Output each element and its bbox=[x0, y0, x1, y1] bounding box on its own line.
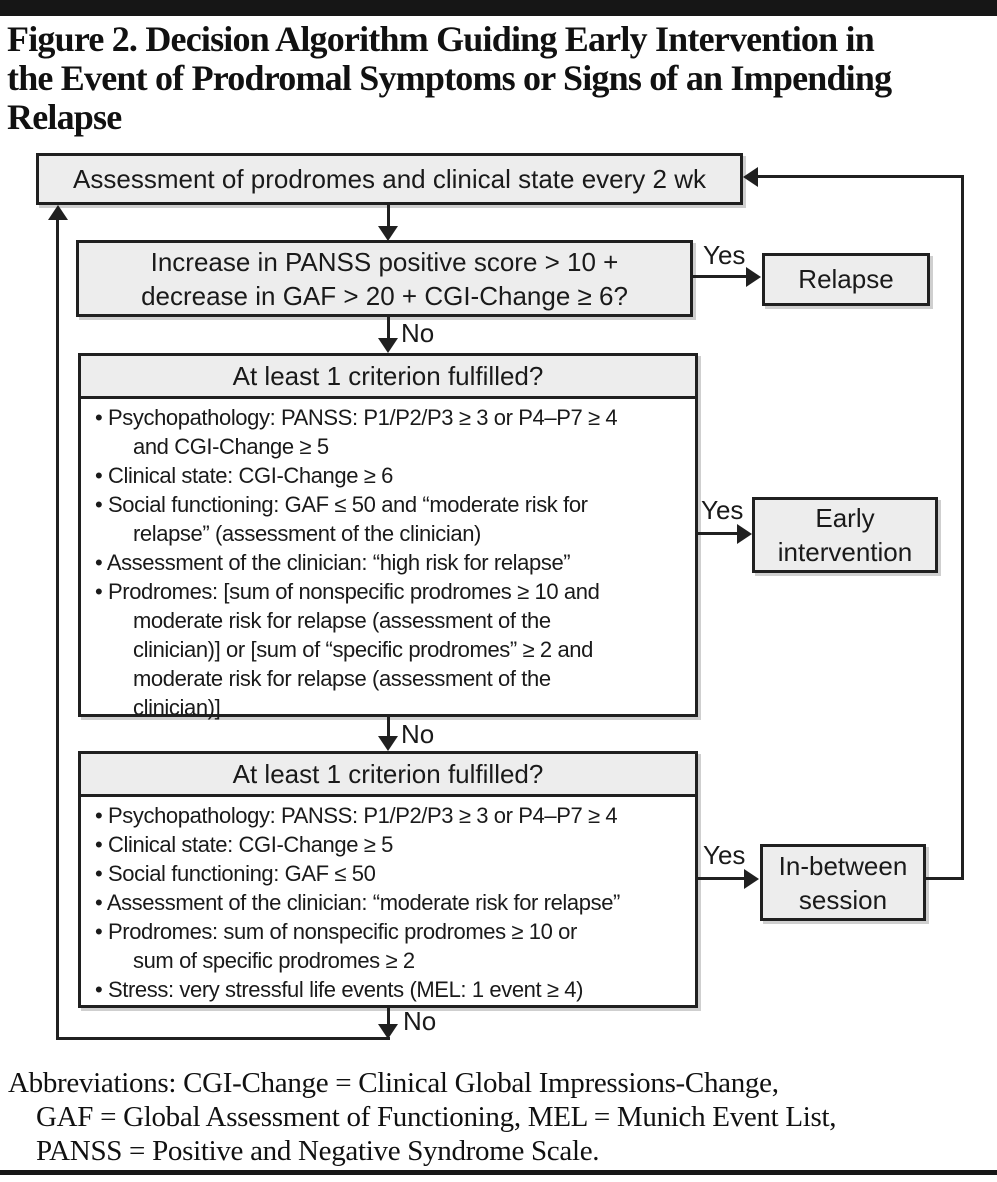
criteria-box-2-header-label: At least 1 criterion fulfilled? bbox=[232, 758, 544, 789]
bullet-line: Assessment of the clinician: “high risk … bbox=[89, 548, 691, 577]
criteria-item: Assessment of the clinician: “high risk … bbox=[89, 548, 691, 577]
no-label-criteria2: No bbox=[403, 1006, 437, 1036]
criteria-box-2-body: Psychopathology: PANSS: P1/P2/P3 ≥ 3 or … bbox=[81, 797, 695, 1004]
relapse-box: Relapse bbox=[762, 253, 930, 306]
criteria-box-1: At least 1 criterion fulfilled? Psychopa… bbox=[78, 353, 698, 720]
arrowhead-right-icon bbox=[737, 524, 752, 544]
bullet-line: moderate risk for relapse (assessment of… bbox=[133, 608, 551, 633]
criteria-item: Prodromes: sum of nonspecific prodromes … bbox=[89, 917, 691, 975]
bullet-line: Prodromes: [sum of nonspecific prodromes… bbox=[89, 577, 691, 606]
relapse-box-label: Relapse bbox=[798, 264, 894, 294]
bullet-line: and CGI-Change ≥ 5 bbox=[133, 434, 329, 459]
arrowhead-down-icon bbox=[378, 1024, 398, 1039]
bottom-rule bbox=[0, 1170, 997, 1175]
bullet-line: moderate risk for relapse (assessment of… bbox=[133, 666, 551, 691]
bullet-line: Clinical state: CGI-Change ≥ 5 bbox=[89, 830, 691, 859]
arrowhead-up-icon bbox=[48, 205, 68, 220]
bullet-line: Prodromes: sum of nonspecific prodromes … bbox=[89, 917, 691, 946]
text-line: PANSS = Positive and Negative Syndrome S… bbox=[36, 1135, 600, 1167]
criteria-box-2: At least 1 criterion fulfilled? Psychopa… bbox=[78, 751, 698, 1008]
criteria-item: Psychopathology: PANSS: P1/P2/P3 ≥ 3 or … bbox=[89, 801, 691, 830]
criteria-item: Prodromes: [sum of nonspecific prodromes… bbox=[89, 577, 691, 722]
bullet-line: clinician)] bbox=[133, 695, 221, 720]
bullet-line: relapse” (assessment of the clinician) bbox=[133, 521, 481, 546]
feedback-line-right-vertical bbox=[961, 175, 964, 880]
feedback-line-left-vertical bbox=[56, 220, 59, 1040]
criteria-item: Stress: very stressful life events (MEL:… bbox=[89, 975, 691, 1004]
arrowhead-right-icon bbox=[746, 267, 761, 287]
arrow-line-criteria2-no bbox=[387, 1008, 390, 1025]
text-line: Figure 2. Decision Algorithm Guiding Ear… bbox=[7, 19, 875, 59]
bullet-line: Stress: very stressful life events (MEL:… bbox=[89, 975, 691, 1004]
arrow-line-criteria1-to-criteria2 bbox=[387, 717, 390, 737]
arrowhead-down-icon bbox=[378, 226, 398, 241]
criteria-box-2-header: At least 1 criterion fulfilled? bbox=[81, 754, 695, 797]
early-intervention-box: Early intervention bbox=[752, 497, 938, 573]
text-line: Abbreviations: CGI-Change = Clinical Glo… bbox=[8, 1067, 779, 1099]
no-label-criteria1: No bbox=[401, 719, 435, 749]
text-line: In-between bbox=[778, 850, 908, 881]
arrow-line-criteria1-to-early bbox=[698, 532, 738, 535]
arrow-line-criteria2-to-inbetween bbox=[698, 877, 745, 880]
text-line: Early bbox=[815, 503, 875, 533]
arrow-line-assessment-to-question bbox=[387, 205, 390, 227]
assessment-box-label: Assessment of prodromes and clinical sta… bbox=[73, 163, 706, 194]
figure-title: Figure 2. Decision Algorithm Guiding Ear… bbox=[7, 19, 892, 137]
bullet-line: sum of specific prodromes ≥ 2 bbox=[133, 948, 415, 973]
assessment-box: Assessment of prodromes and clinical sta… bbox=[36, 153, 743, 205]
relapse-question-box: Increase in PANSS positive score > 10 +d… bbox=[76, 240, 693, 317]
top-rule bbox=[0, 0, 997, 16]
feedback-line-inbetween-right bbox=[926, 877, 964, 880]
bullet-line: Social functioning: GAF ≤ 50 bbox=[89, 859, 691, 888]
arrowhead-left-icon bbox=[743, 167, 758, 187]
yes-label-early: Yes bbox=[701, 495, 744, 525]
text-line: the Event of Prodromal Symptoms or Signs… bbox=[7, 58, 892, 98]
yes-label-relapse: Yes bbox=[703, 240, 746, 270]
arrow-line-question-to-criteria1 bbox=[387, 316, 390, 339]
bullet-line: Clinical state: CGI-Change ≥ 6 bbox=[89, 461, 691, 490]
criteria-item: Social functioning: GAF ≤ 50 and “modera… bbox=[89, 490, 691, 548]
arrowhead-down-icon bbox=[378, 338, 398, 353]
bullet-line: Psychopathology: PANSS: P1/P2/P3 ≥ 3 or … bbox=[89, 403, 691, 432]
criteria-item: Clinical state: CGI-Change ≥ 5 bbox=[89, 830, 691, 859]
arrowhead-right-icon bbox=[744, 869, 759, 889]
bullet-line: Social functioning: GAF ≤ 50 and “modera… bbox=[89, 490, 691, 519]
text-line: session bbox=[798, 884, 888, 915]
arrowhead-down-icon bbox=[378, 736, 398, 751]
text-line: decrease in GAF > 20 + CGI-Change ≥ 6? bbox=[141, 280, 628, 311]
bullet-line: Assessment of the clinician: “moderate r… bbox=[89, 888, 691, 917]
abbreviations: Abbreviations: CGI-Change = Clinical Glo… bbox=[8, 1066, 837, 1168]
text-line: Increase in PANSS positive score > 10 + bbox=[150, 246, 619, 277]
bullet-line: Psychopathology: PANSS: P1/P2/P3 ≥ 3 or … bbox=[89, 801, 691, 830]
criteria-item: Psychopathology: PANSS: P1/P2/P3 ≥ 3 or … bbox=[89, 403, 691, 461]
feedback-line-bottom-horizontal bbox=[56, 1037, 390, 1040]
text-line: GAF = Global Assessment of Functioning, … bbox=[36, 1101, 837, 1133]
bullet-line: clinician)] or [sum of “specific prodrom… bbox=[133, 637, 593, 662]
no-label-question: No bbox=[401, 318, 435, 348]
arrow-line-question-to-relapse bbox=[693, 275, 747, 278]
text-line: intervention bbox=[777, 537, 913, 567]
text-line: Relapse bbox=[7, 97, 122, 137]
yes-label-inbetween: Yes bbox=[703, 840, 746, 870]
criteria-item: Social functioning: GAF ≤ 50 bbox=[89, 859, 691, 888]
criteria-box-1-body: Psychopathology: PANSS: P1/P2/P3 ≥ 3 or … bbox=[81, 399, 695, 722]
criteria-item: Assessment of the clinician: “moderate r… bbox=[89, 888, 691, 917]
feedback-line-right-top bbox=[758, 175, 964, 178]
criteria-box-1-header-label: At least 1 criterion fulfilled? bbox=[232, 360, 544, 391]
criteria-item: Clinical state: CGI-Change ≥ 6 bbox=[89, 461, 691, 490]
criteria-box-1-header: At least 1 criterion fulfilled? bbox=[81, 356, 695, 399]
